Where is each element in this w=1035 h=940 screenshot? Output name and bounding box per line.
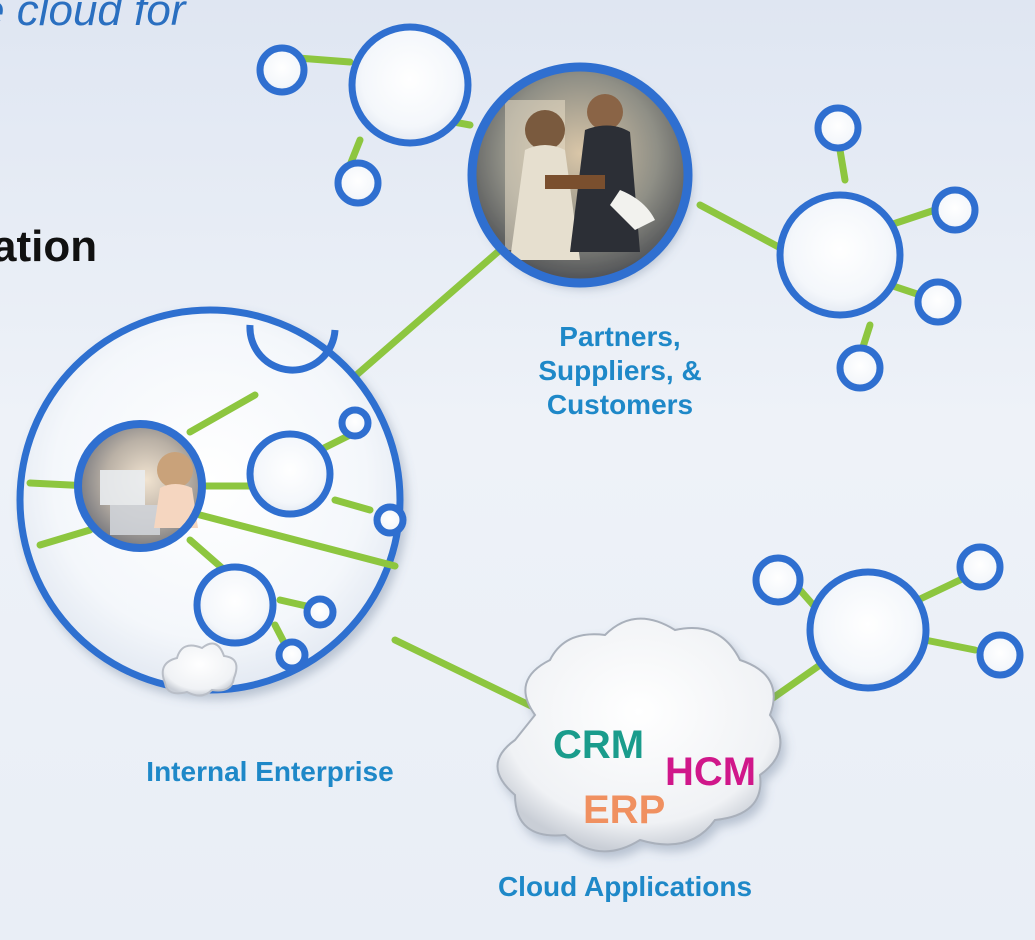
- internal-enterprise-label: Internal Enterprise: [146, 756, 394, 787]
- slide-heading: ation: [0, 222, 98, 271]
- bottom-right-cluster: [752, 543, 1024, 692]
- erp-label: ERP: [583, 788, 666, 832]
- office-worker-photo: [74, 420, 206, 552]
- right-cluster: [776, 104, 979, 392]
- top-cluster: [256, 23, 472, 207]
- partners-label-line: Customers: [546, 389, 694, 420]
- top-heading-fragment: e cloud for: [0, 0, 186, 35]
- partners-label: Partners, Suppliers, & Customers: [470, 320, 770, 422]
- cloud-applications-icon: [496, 617, 782, 853]
- hcm-label: HCM: [665, 750, 757, 794]
- small-cloud-icon: [161, 642, 238, 697]
- internal-subcircles: [193, 324, 407, 672]
- partners-label-line: Suppliers, &: [538, 355, 702, 386]
- crm-label: CRM: [553, 723, 645, 767]
- cloud-applications-label: Cloud Applications: [497, 871, 753, 902]
- partners-label-line: Partners,: [559, 321, 681, 352]
